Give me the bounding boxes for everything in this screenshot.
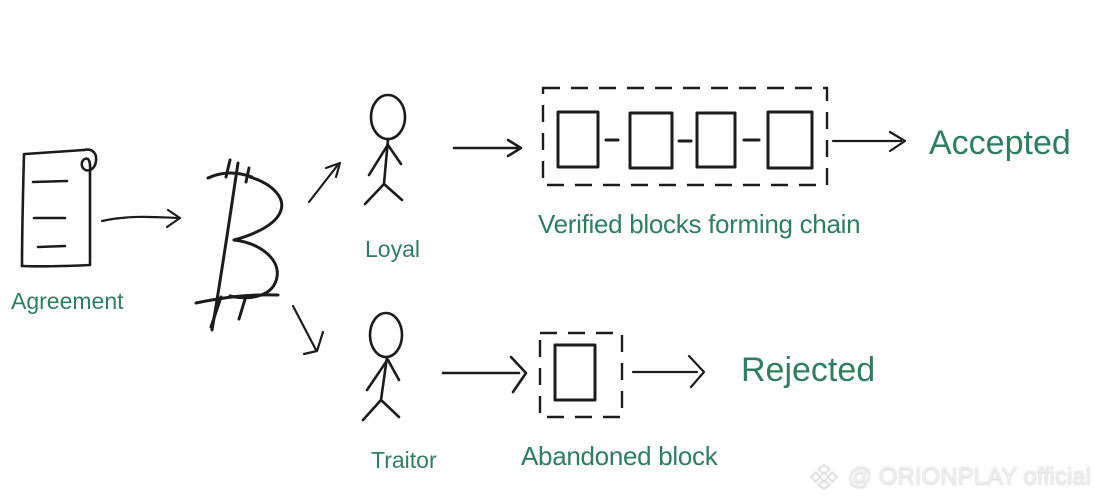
loyal-person-icon [363, 93, 407, 206]
binance-diamond-logo-icon [809, 463, 838, 491]
verified-chain-label: Verified blocks forming chain [538, 209, 861, 239]
block-1 [556, 110, 600, 169]
bitcoin-icon [194, 158, 284, 332]
verified-blocks-chain [541, 86, 829, 187]
block-2 [628, 111, 674, 170]
rejected-label: Rejected [741, 351, 876, 389]
arrow-abandoned-to-rejected [631, 354, 706, 389]
traitor-person-icon [361, 311, 404, 422]
arrow-chain-to-accepted [831, 130, 907, 153]
agreement-label: Agreement [11, 288, 124, 314]
watermark-text: @ ORIONPLAY official [847, 463, 1091, 490]
accepted-label: Accepted [929, 124, 1071, 162]
traitor-label: Traitor [371, 447, 437, 473]
abandoned-block-group [538, 331, 624, 419]
arrow-traitor-to-abandoned [441, 355, 528, 394]
block-abandoned [553, 343, 597, 402]
block-3 [695, 111, 737, 169]
arrow-agreement-to-bitcoin [100, 208, 182, 229]
arrow-loyal-to-chain [452, 138, 523, 158]
abandoned-block-label: Abandoned block [521, 441, 718, 471]
block-4 [766, 110, 814, 170]
agreement-document-icon [20, 148, 98, 268]
arrow-bitcoin-to-traitor [291, 304, 325, 356]
watermark: @ ORIONPLAY official [807, 462, 1091, 492]
arrow-bitcoin-to-loyal [307, 161, 342, 204]
loyal-label: Loyal [365, 236, 420, 262]
